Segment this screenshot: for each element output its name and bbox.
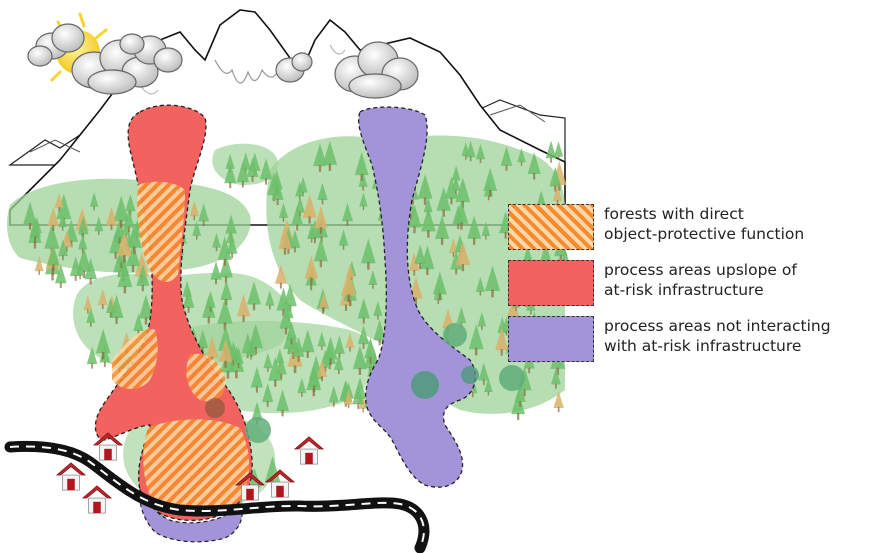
legend-item-process-upslope: process areas upslope of at-risk infrast…: [508, 260, 878, 306]
legend-swatch-hatched: [508, 204, 594, 250]
legend-swatch-purple: [508, 316, 594, 362]
legend-item-process-not-interacting: process areas not interacting with at-ri…: [508, 316, 878, 362]
legend-label: process areas not interacting with at-ri…: [604, 316, 876, 356]
legend-label: forests with direct object-protective fu…: [604, 204, 876, 244]
legend-swatch-red: [508, 260, 594, 306]
house-icon: [295, 437, 323, 464]
house-icon: [57, 463, 85, 490]
legend-item-protective-forest: forests with direct object-protective fu…: [508, 204, 878, 250]
house-icon: [83, 486, 111, 513]
legend-label: process areas upslope of at-risk infrast…: [604, 260, 876, 300]
